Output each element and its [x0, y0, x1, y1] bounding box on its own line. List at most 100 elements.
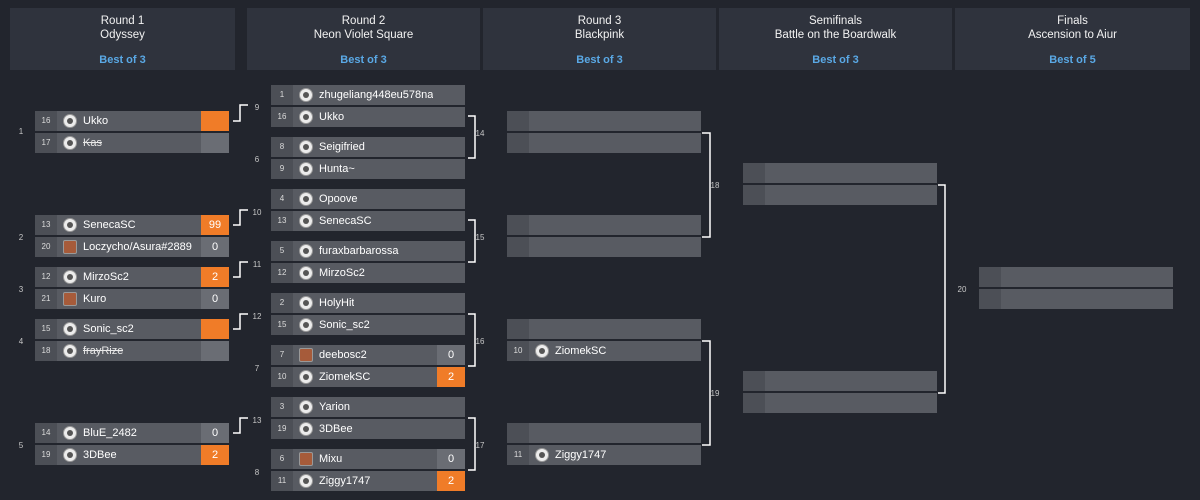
round-map: Odyssey — [100, 29, 145, 41]
seed-number: 19 — [35, 445, 57, 465]
player-row[interactable]: 5 furaxbarbarossa — [271, 241, 465, 261]
player-row[interactable] — [743, 185, 937, 205]
seed-number — [507, 111, 529, 131]
player-row[interactable] — [507, 111, 701, 131]
player-name: SenecaSC — [319, 215, 372, 227]
score-box: 0 — [437, 345, 465, 365]
match-number: 3 — [18, 285, 24, 294]
player-row[interactable] — [507, 215, 701, 235]
seed-number: 16 — [271, 107, 293, 127]
player-name: HolyHit — [319, 297, 355, 309]
match-card[interactable] — [743, 371, 937, 413]
player-row[interactable] — [979, 289, 1173, 309]
sc2-logo-icon — [63, 136, 77, 150]
score-box: 2 — [201, 445, 229, 465]
player-name: ZiomekSC — [555, 345, 607, 357]
sc2-logo-icon — [63, 218, 77, 232]
seed-number: 12 — [35, 267, 57, 287]
seed-number: 13 — [271, 211, 293, 231]
player-row[interactable] — [507, 423, 701, 443]
player-name: Sonic_sc2 — [83, 323, 134, 335]
player-row[interactable] — [507, 237, 701, 257]
player-name: MirzoSc2 — [83, 271, 129, 283]
player-row[interactable] — [979, 267, 1173, 287]
seed-number — [507, 215, 529, 235]
player-avatar-icon — [299, 452, 313, 466]
match-card[interactable] — [507, 111, 701, 153]
match-card[interactable] — [507, 215, 701, 257]
seed-number: 5 — [271, 241, 293, 261]
match-number: 4 — [18, 337, 24, 346]
player-row[interactable] — [743, 393, 937, 413]
player-row[interactable] — [507, 133, 701, 153]
player-name: deebosc2 — [319, 349, 367, 361]
match-number: 13 — [252, 416, 262, 425]
player-row[interactable]: 16 Ukko — [271, 107, 465, 127]
player-row[interactable] — [743, 371, 937, 391]
sc2-logo-icon — [299, 474, 313, 488]
score-box: 2 — [437, 367, 465, 387]
seed-number — [507, 423, 529, 443]
seed-number: 15 — [271, 315, 293, 335]
player-name: Kas — [83, 137, 102, 149]
seed-number — [743, 185, 765, 205]
match-number: 5 — [18, 441, 24, 450]
player-row[interactable] — [507, 319, 701, 339]
round-best-of: Best of 3 — [812, 54, 859, 66]
round-best-of: Best of 3 — [99, 54, 146, 66]
match-card[interactable] — [979, 267, 1173, 309]
player-row[interactable]: 13 SenecaSC — [271, 211, 465, 231]
seed-number: 9 — [271, 159, 293, 179]
sc2-logo-icon — [299, 266, 313, 280]
player-name: Mixu — [319, 453, 343, 465]
player-name: furaxbarbarossa — [319, 245, 399, 257]
score-box: 0 — [437, 449, 465, 469]
player-name: Ukko — [319, 111, 345, 123]
sc2-logo-icon — [299, 88, 313, 102]
player-row[interactable] — [743, 163, 937, 183]
match-number: 6 — [254, 155, 260, 164]
match-card[interactable] — [743, 163, 937, 205]
player-name: 3DBee — [319, 423, 353, 435]
